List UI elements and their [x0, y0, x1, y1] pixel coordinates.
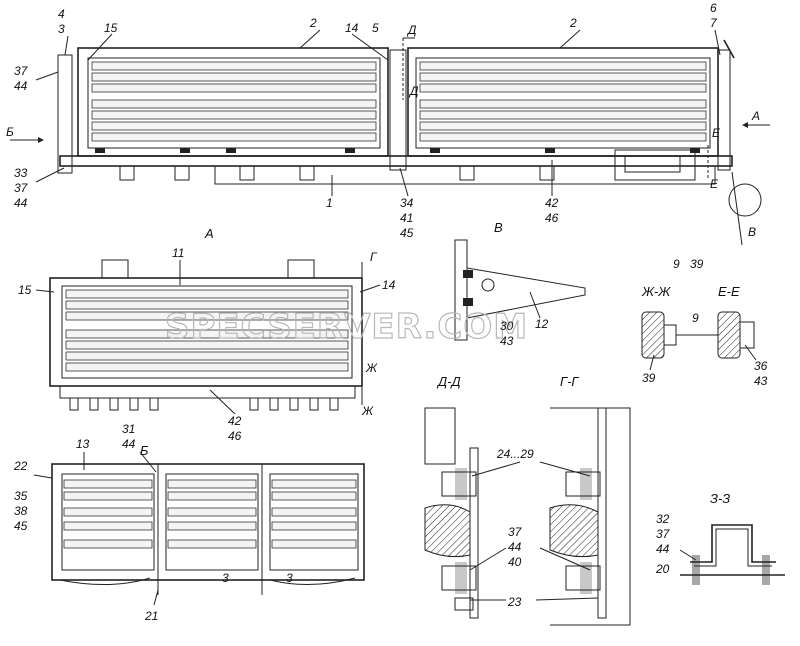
callout: 38	[14, 504, 28, 518]
frame-rail	[214, 165, 716, 185]
callout: 37	[656, 527, 671, 541]
callout: 15	[104, 21, 118, 35]
section-ee	[717, 311, 755, 359]
callout: 22	[13, 459, 28, 473]
view-v-bracket	[454, 239, 586, 341]
callout: 44	[122, 437, 136, 451]
callout: 35	[14, 489, 28, 503]
hinges	[95, 148, 700, 153]
mark-zh-bottom: Ж	[361, 404, 374, 418]
callout: 24...29	[496, 447, 534, 461]
callout: 3	[222, 571, 229, 585]
callout: 37	[14, 64, 29, 78]
view-title-dd: Д-Д	[436, 374, 461, 389]
view-title-zhzh: Ж-Ж	[641, 284, 671, 299]
callout: 46	[228, 429, 242, 443]
section-dd	[424, 407, 479, 619]
callout: 37	[508, 525, 523, 539]
callout: 30	[500, 319, 514, 333]
callout: 42	[545, 196, 559, 210]
view-a-teeth	[69, 397, 339, 411]
callout: 34	[400, 196, 414, 210]
callout: 12	[535, 317, 549, 331]
callout: 21	[144, 609, 158, 623]
callout: 36	[754, 359, 768, 373]
callout: 31	[122, 422, 135, 436]
callout: 3	[58, 22, 65, 36]
callout: 33	[14, 166, 28, 180]
floor-beam	[59, 155, 733, 167]
watermark: SPECSERVER.COM	[165, 307, 528, 347]
mark-e-bottom: Е	[710, 177, 719, 191]
mark-v: В	[748, 225, 756, 239]
callout: 3	[286, 571, 293, 585]
mark-d-bottom: Д	[408, 84, 419, 98]
callout: 44	[508, 540, 522, 554]
section-zhzh	[641, 311, 718, 359]
callout: 39	[690, 257, 704, 271]
callout: 40	[508, 555, 522, 569]
view-a	[49, 259, 363, 411]
panel-slats-right	[419, 61, 707, 142]
callout: 39	[642, 371, 656, 385]
callout: 32	[656, 512, 670, 526]
view-b	[51, 463, 365, 595]
callout: 44	[656, 542, 670, 556]
callout: 46	[545, 211, 559, 225]
callout: 2	[569, 16, 577, 30]
panel-slats-left	[91, 61, 377, 142]
callout: 44	[14, 196, 28, 210]
mark-g: Г	[370, 250, 378, 264]
mark-a: А	[751, 109, 760, 123]
callout: 2	[309, 16, 317, 30]
callout: 37	[14, 181, 29, 195]
detail-circle-v	[728, 183, 762, 217]
callout: 42	[228, 414, 242, 428]
view-title-gg: Г-Г	[560, 374, 579, 389]
callout: 5	[372, 21, 379, 35]
view-title-a: А	[204, 226, 214, 241]
leader-lines	[33, 29, 757, 606]
callout: 14	[382, 278, 396, 292]
callout: 43	[754, 374, 768, 388]
callout: 11	[172, 246, 184, 260]
callout: 45	[14, 519, 28, 533]
callout: 13	[76, 437, 90, 451]
callout: 14	[345, 21, 359, 35]
callouts: 4 3 15 2 14 5 2 6 7 37 44 33 37 44 1 34 …	[13, 1, 768, 623]
view-title-b: Б	[140, 443, 149, 458]
callout: 15	[18, 283, 32, 297]
view-title-ee: Е-Е	[718, 284, 740, 299]
callout: 9	[673, 257, 680, 271]
callout: 1	[326, 196, 333, 210]
mark-zh-top: Ж	[365, 361, 378, 375]
callout: 4	[58, 7, 65, 21]
callout: 43	[500, 334, 514, 348]
callout: 9	[692, 311, 699, 325]
section-gg	[549, 407, 631, 626]
view-title-v: В	[494, 220, 503, 235]
main-side-view	[10, 37, 770, 246]
callout: 6	[710, 1, 717, 15]
view-title-zz: З-З	[710, 491, 730, 506]
callout: 44	[14, 79, 28, 93]
callout: 41	[400, 211, 413, 225]
callout: 7	[710, 16, 718, 30]
callout: 45	[400, 226, 414, 240]
mark-b: Б	[6, 125, 14, 139]
callout: 20	[655, 562, 670, 576]
section-zz	[680, 524, 785, 585]
callout: 23	[507, 595, 522, 609]
mark-e-top: Е	[712, 126, 721, 140]
mark-d-top: Д	[406, 23, 417, 37]
